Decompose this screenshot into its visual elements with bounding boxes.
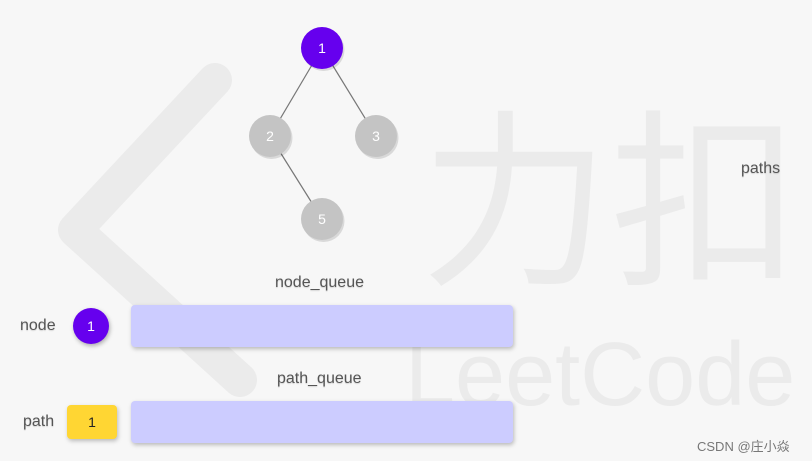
tree-node-circle: [301, 198, 343, 240]
current-node-circle: 1: [73, 308, 109, 344]
node-queue-label: node_queue: [275, 274, 364, 291]
path-queue-box: [131, 401, 513, 443]
tree-node-2: 2: [249, 115, 293, 159]
tree-node-value: 2: [266, 128, 274, 144]
tree-node-1: 1: [301, 27, 345, 71]
tree-nodes: 1 2 3 5: [249, 27, 399, 242]
tree-node-circle: [355, 115, 397, 157]
leetcode-watermark: 力扣 LeetCode: [58, 63, 800, 425]
tree-node-3: 3: [355, 115, 399, 159]
tree-node-value: 1: [318, 40, 326, 56]
path-queue-label: path_queue: [277, 370, 362, 387]
node-queue-box: [131, 305, 513, 347]
current-path-chip: 1: [67, 405, 117, 439]
tree-node-value: 5: [318, 211, 326, 227]
tree-node-circle: [301, 27, 343, 69]
node-label: node: [20, 317, 56, 334]
watermark-brand-cn: 力扣: [420, 94, 800, 315]
tree-node-circle: [249, 115, 291, 157]
path-label: path: [23, 413, 55, 430]
csdn-credit: CSDN @庄小焱: [697, 439, 790, 454]
paths-label: paths: [741, 160, 781, 177]
tree-node-value: 3: [372, 128, 380, 144]
tree-node-5: 5: [301, 198, 345, 242]
